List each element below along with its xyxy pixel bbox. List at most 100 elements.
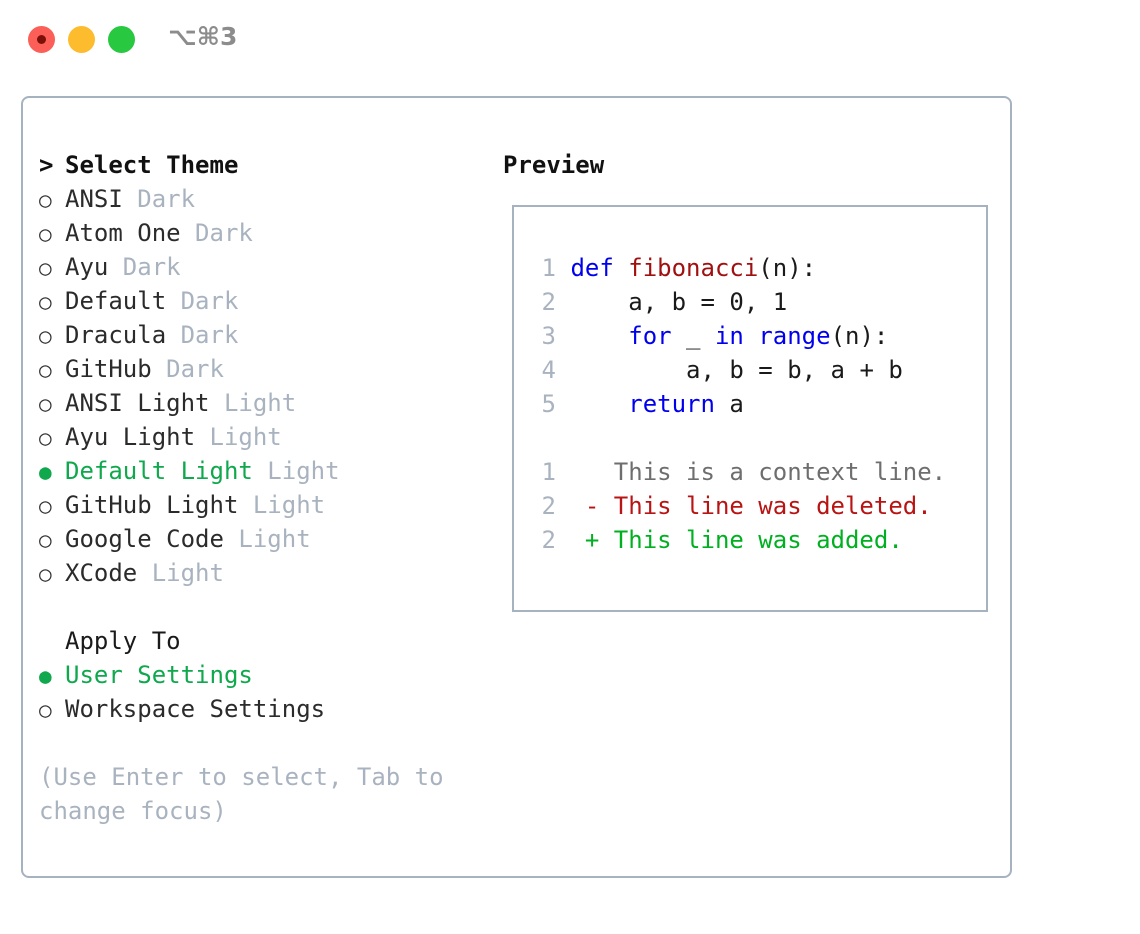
- line-number: 3: [541, 322, 556, 350]
- keyboard-hint-text: (Use Enter to select, Tab to change focu…: [39, 763, 444, 825]
- diff-text: This is a context line.: [556, 458, 947, 486]
- select-theme-heading: > Select Theme: [39, 148, 479, 182]
- code-token: (n):: [758, 254, 817, 282]
- theme-mode-tag: Dark: [108, 253, 181, 281]
- theme-list-item[interactable]: Default Light Light: [39, 454, 479, 488]
- theme-list-item[interactable]: Ayu Light Light: [39, 420, 479, 454]
- code-token: [570, 390, 628, 418]
- radio-unselected-icon: [39, 250, 65, 285]
- theme-list-item[interactable]: Dracula Dark: [39, 318, 479, 352]
- theme-name-label: XCode: [65, 559, 138, 587]
- theme-selection-pane: >Select Theme ANSI DarkAtom One DarkAyu …: [39, 148, 479, 828]
- radio-unselected-icon: [39, 216, 65, 251]
- maximize-button[interactable]: [108, 26, 135, 53]
- theme-list-item[interactable]: Google Code Light: [39, 522, 479, 556]
- radio-unselected-icon: [39, 522, 65, 557]
- apply-to-item[interactable]: Workspace Settings: [39, 692, 479, 726]
- theme-list-item[interactable]: GitHub Light Light: [39, 488, 479, 522]
- diff-line: 2 - This line was deleted.: [530, 489, 978, 523]
- theme-name-label: Ayu: [65, 253, 109, 281]
- diff-block: 1 This is a context line.2 - This line w…: [530, 455, 978, 557]
- prompt-caret-icon: >: [39, 151, 54, 179]
- line-number: 2: [541, 526, 556, 554]
- theme-name-label: Dracula: [65, 321, 167, 349]
- radio-unselected-icon: [39, 182, 65, 217]
- apply-to-item[interactable]: User Settings: [39, 658, 479, 692]
- line-number: 1: [541, 458, 556, 486]
- line-number: 1: [541, 254, 556, 282]
- radio-unselected-icon: [39, 318, 65, 353]
- theme-name-label: Default: [65, 287, 167, 315]
- code-blank-line: [530, 421, 978, 455]
- code-line: 2 a, b = 0, 1: [530, 285, 978, 319]
- theme-mode-tag: Light: [223, 525, 311, 553]
- apply-to-list[interactable]: User SettingsWorkspace Settings: [39, 658, 479, 726]
- diff-line: 2 + This line was added.: [530, 523, 978, 557]
- code-line: 4 a, b = b, a + b: [530, 353, 978, 387]
- theme-list-item[interactable]: Default Dark: [39, 284, 479, 318]
- code-token: a, b = 0, 1: [570, 288, 788, 316]
- theme-name-label: GitHub Light: [65, 491, 239, 519]
- theme-list-item[interactable]: Ayu Dark: [39, 250, 479, 284]
- code-token: a, b = b, a + b: [570, 356, 903, 384]
- theme-name-label: Default Light: [65, 457, 253, 485]
- diff-text: - This line was deleted.: [556, 492, 932, 520]
- theme-mode-tag: Dark: [166, 287, 239, 315]
- theme-picker-card: >Select Theme ANSI DarkAtom One DarkAyu …: [21, 96, 1012, 878]
- code-token: def: [570, 254, 629, 282]
- line-number: 5: [541, 390, 556, 418]
- code-line: 3 for _ in range(n):: [530, 319, 978, 353]
- radio-unselected-icon: [39, 420, 65, 455]
- radio-unselected-icon: [39, 284, 65, 319]
- theme-mode-tag: Light: [137, 559, 224, 587]
- line-number: 2: [541, 492, 556, 520]
- line-number: 2: [541, 288, 556, 316]
- theme-mode-tag: Dark: [166, 321, 239, 349]
- theme-list-item[interactable]: ANSI Dark: [39, 182, 479, 216]
- apply-to-label: Workspace Settings: [65, 695, 326, 723]
- code-line: 1 def fibonacci(n):: [530, 251, 978, 285]
- code-token: [570, 322, 628, 350]
- code-token: _: [671, 322, 715, 350]
- radio-unselected-icon: [39, 556, 65, 591]
- theme-list-item[interactable]: ANSI Light Light: [39, 386, 479, 420]
- keyboard-shortcut-label: ⌥⌘3: [168, 22, 238, 51]
- apply-to-label: User Settings: [65, 661, 253, 689]
- theme-list-item[interactable]: GitHub Dark: [39, 352, 479, 386]
- pane-spacer: [39, 590, 479, 624]
- code-line: 5 return a: [530, 387, 978, 421]
- radio-unselected-icon: [39, 488, 65, 523]
- theme-mode-tag: Light: [252, 457, 340, 485]
- preview-pane: Preview 1 def fibonacci(n):2 a, b = 0, 1…: [503, 148, 993, 612]
- theme-list[interactable]: ANSI DarkAtom One DarkAyu DarkDefault Da…: [39, 182, 479, 590]
- theme-list-item[interactable]: XCode Light: [39, 556, 479, 590]
- code-token: for: [628, 322, 672, 350]
- title-bar: ⌥⌘3: [0, 0, 1140, 78]
- theme-mode-tag: Light: [209, 389, 297, 417]
- select-theme-heading-label: Select Theme: [65, 151, 239, 179]
- preview-title: Preview: [503, 151, 605, 179]
- radio-unselected-icon: [39, 352, 65, 387]
- code-token: fibonacci: [628, 254, 759, 282]
- theme-mode-tag: Dark: [151, 355, 224, 383]
- minimize-button[interactable]: [68, 26, 95, 53]
- close-button[interactable]: [28, 26, 55, 53]
- theme-name-label: Ayu Light: [65, 423, 196, 451]
- code-token: return: [628, 390, 715, 418]
- diff-text: + This line was added.: [556, 526, 903, 554]
- theme-name-label: Google Code: [65, 525, 224, 553]
- theme-mode-tag: Dark: [122, 185, 196, 213]
- theme-list-item[interactable]: Atom One Dark: [39, 216, 479, 250]
- radio-unselected-icon: [39, 386, 65, 421]
- apply-to-heading: Apply To: [65, 627, 181, 655]
- code-token: a: [714, 390, 744, 418]
- radio-unselected-icon: [39, 692, 65, 727]
- code-token: in range: [714, 322, 831, 350]
- radio-selected-icon: [39, 454, 65, 489]
- diff-line: 1 This is a context line.: [530, 455, 978, 489]
- theme-mode-tag: Light: [195, 423, 282, 451]
